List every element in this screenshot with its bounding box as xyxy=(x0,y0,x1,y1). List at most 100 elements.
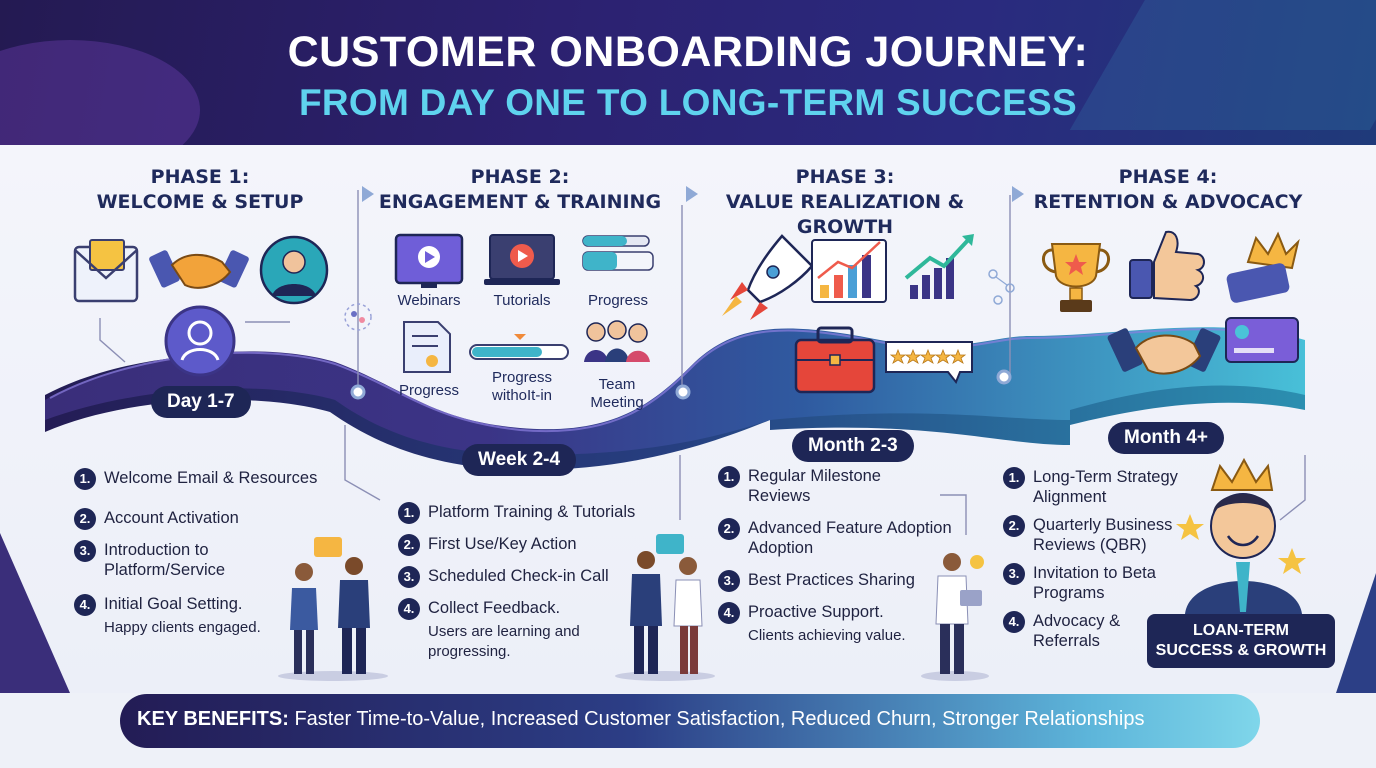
list-item: 4.Advocacy & Referrals xyxy=(1003,611,1163,651)
credit-card-icon xyxy=(1225,317,1299,363)
step-text: Platform Training & Tutorials xyxy=(428,503,636,521)
phase-3-heading: PHASE 3: xyxy=(795,166,895,188)
step-number: 1. xyxy=(1003,467,1025,489)
final-success-badge: LOAN-TERM SUCCESS & GROWTH xyxy=(1147,614,1335,668)
connector-lines xyxy=(99,190,1306,535)
label-progress-top: Progress xyxy=(587,292,649,309)
road-surface xyxy=(45,327,1305,455)
list-item: 1.Regular Milestone Reviews xyxy=(718,466,928,506)
envelope-icon xyxy=(73,239,139,303)
phase-4-title: PHASE 4: RETENTION & ADVOCACY xyxy=(1030,165,1306,215)
list-item: 3.Invitation to Beta Programs xyxy=(1003,563,1183,603)
step-number: 2. xyxy=(718,518,740,540)
step-text: Best Practices Sharing xyxy=(748,571,915,589)
step-text: Advanced Feature Adoption Adoption xyxy=(748,519,952,557)
profile-icon xyxy=(259,235,329,305)
phase-2-heading: PHASE 2: xyxy=(470,166,570,188)
list-item: 1. Platform Training & Tutorials xyxy=(398,502,658,524)
phase-1-name: WELCOME & SETUP xyxy=(96,191,304,213)
handshake-icon xyxy=(149,250,249,289)
label-team-meeting: Team Meeting xyxy=(590,376,644,411)
crown-icon xyxy=(1226,231,1300,303)
step-number: 3. xyxy=(398,566,420,588)
label-webinars: Webinars xyxy=(397,292,461,309)
final-badge-line-1: LOAN-TERM xyxy=(1193,622,1289,639)
step-text: Scheduled Check-in Call xyxy=(428,567,609,585)
step-number: 1. xyxy=(398,502,420,524)
key-benefits-label: KEY BENEFITS: xyxy=(137,708,289,730)
step-number: 2. xyxy=(74,508,96,530)
step-number: 1. xyxy=(74,468,96,490)
list-item: 3. Best Practices Sharing xyxy=(718,570,968,592)
list-item: 3. Introduction to Platform/Service xyxy=(74,540,264,580)
step-text: Regular Milestone Reviews xyxy=(748,467,881,505)
key-benefits-bar xyxy=(120,694,1260,748)
growth-chart-icon xyxy=(904,234,974,299)
progress-bar-icon xyxy=(582,235,654,271)
list-item: 2.Account Activation xyxy=(74,508,334,530)
step-number: 4. xyxy=(718,602,740,624)
phase-3-person-illustration xyxy=(921,553,989,681)
step-text: Invitation to Beta Programs xyxy=(1033,564,1156,602)
step-text: Long-Term Strategy Alignment xyxy=(1033,468,1178,506)
step-number: 2. xyxy=(398,534,420,556)
list-item: 4.Proactive Support.Clients achieving va… xyxy=(718,602,948,646)
phase-1-people-illustration xyxy=(278,537,388,681)
webinar-monitor-icon xyxy=(394,233,464,288)
user-avatar-icon xyxy=(164,305,236,377)
rocket-icon xyxy=(722,234,814,320)
list-item: 3. Scheduled Check-in Call xyxy=(398,566,658,588)
document-icon xyxy=(403,321,451,373)
list-item: 2. Advanced Feature Adoption Adoption xyxy=(718,518,988,558)
tutorial-laptop-icon xyxy=(484,234,560,285)
corner-decoration-left xyxy=(0,533,70,693)
timeframe-pill-phase-3: Month 2-3 xyxy=(792,430,914,462)
corner-decoration-right xyxy=(1336,573,1376,693)
phase-4-steps: 1. Long-Term Strategy Alignment 2.Quarter… xyxy=(1003,467,1183,663)
label-progress-slider: Progress withoIt-in xyxy=(491,369,553,404)
list-item: 2. First Use/Key Action xyxy=(398,534,658,556)
timeframe-pill-phase-1: Day 1-7 xyxy=(151,386,251,418)
phase-1-heading: PHASE 1: xyxy=(150,166,250,188)
bar-chart-icon xyxy=(811,239,887,303)
phase-3-name: VALUE REALIZATION & GROWTH xyxy=(725,191,965,238)
step-text: Proactive Support. xyxy=(748,603,884,621)
phase-4-name: RETENTION & ADVOCACY xyxy=(1033,191,1303,213)
timeframe-pill-phase-2: Week 2-4 xyxy=(462,444,577,476)
phase-2-name: ENGAGEMENT & TRAINING xyxy=(378,191,662,213)
road-markers xyxy=(350,369,1012,400)
phase-3-title: PHASE 3: VALUE REALIZATION & GROWTH xyxy=(690,165,1000,240)
list-item: 1. Long-Term Strategy Alignment xyxy=(1003,467,1183,507)
toolbox-icon xyxy=(794,326,876,394)
header-banner: CUSTOMER ONBOARDING JOURNEY: FROM DAY ON… xyxy=(0,0,1376,145)
phase-4-happy-person-illustration xyxy=(1176,457,1306,614)
step-number: 4. xyxy=(74,594,96,616)
handshake-icon-phase-4 xyxy=(1107,328,1221,375)
list-item: 4.Collect Feedback.Users are learning an… xyxy=(398,598,628,662)
label-progress-document: Progress xyxy=(398,382,460,399)
step-text: Advocacy & Referrals xyxy=(1033,612,1121,650)
road-highlight xyxy=(49,328,1301,433)
step-number: 4. xyxy=(398,598,420,620)
phase-1-steps: 1. Welcome Email & Resources 2.Account Ac… xyxy=(74,468,334,650)
step-number: 3. xyxy=(718,570,740,592)
step-note: Happy clients engaged. xyxy=(104,619,261,636)
step-text: Welcome Email & Resources xyxy=(104,469,318,487)
list-item: 2.Quarterly Business Reviews (QBR) xyxy=(1003,515,1183,555)
phase-2-people-illustration xyxy=(615,534,715,681)
phase-arrow-markers xyxy=(362,186,1024,202)
step-text: Quarterly Business Reviews (QBR) xyxy=(1033,516,1173,554)
list-item: 1. Welcome Email & Resources xyxy=(74,468,334,490)
key-benefits-list: Faster Time-to-Value, Increased Customer… xyxy=(294,708,1145,730)
star-rating-icon xyxy=(885,341,973,384)
list-item: 4.Initial Goal Setting.Happy clients eng… xyxy=(74,594,334,638)
step-text: First Use/Key Action xyxy=(428,535,577,553)
phase-3-steps: 1.Regular Milestone Reviews 2. Advanced F… xyxy=(718,466,968,658)
step-number: 3. xyxy=(74,540,96,562)
step-text: Introduction to Platform/Service xyxy=(104,541,226,579)
network-node-icon xyxy=(344,303,372,331)
step-note: Users are learning and progressing. xyxy=(428,623,580,660)
final-badge-line-2: SUCCESS & GROWTH xyxy=(1155,642,1327,659)
team-meeting-icon xyxy=(584,320,650,362)
